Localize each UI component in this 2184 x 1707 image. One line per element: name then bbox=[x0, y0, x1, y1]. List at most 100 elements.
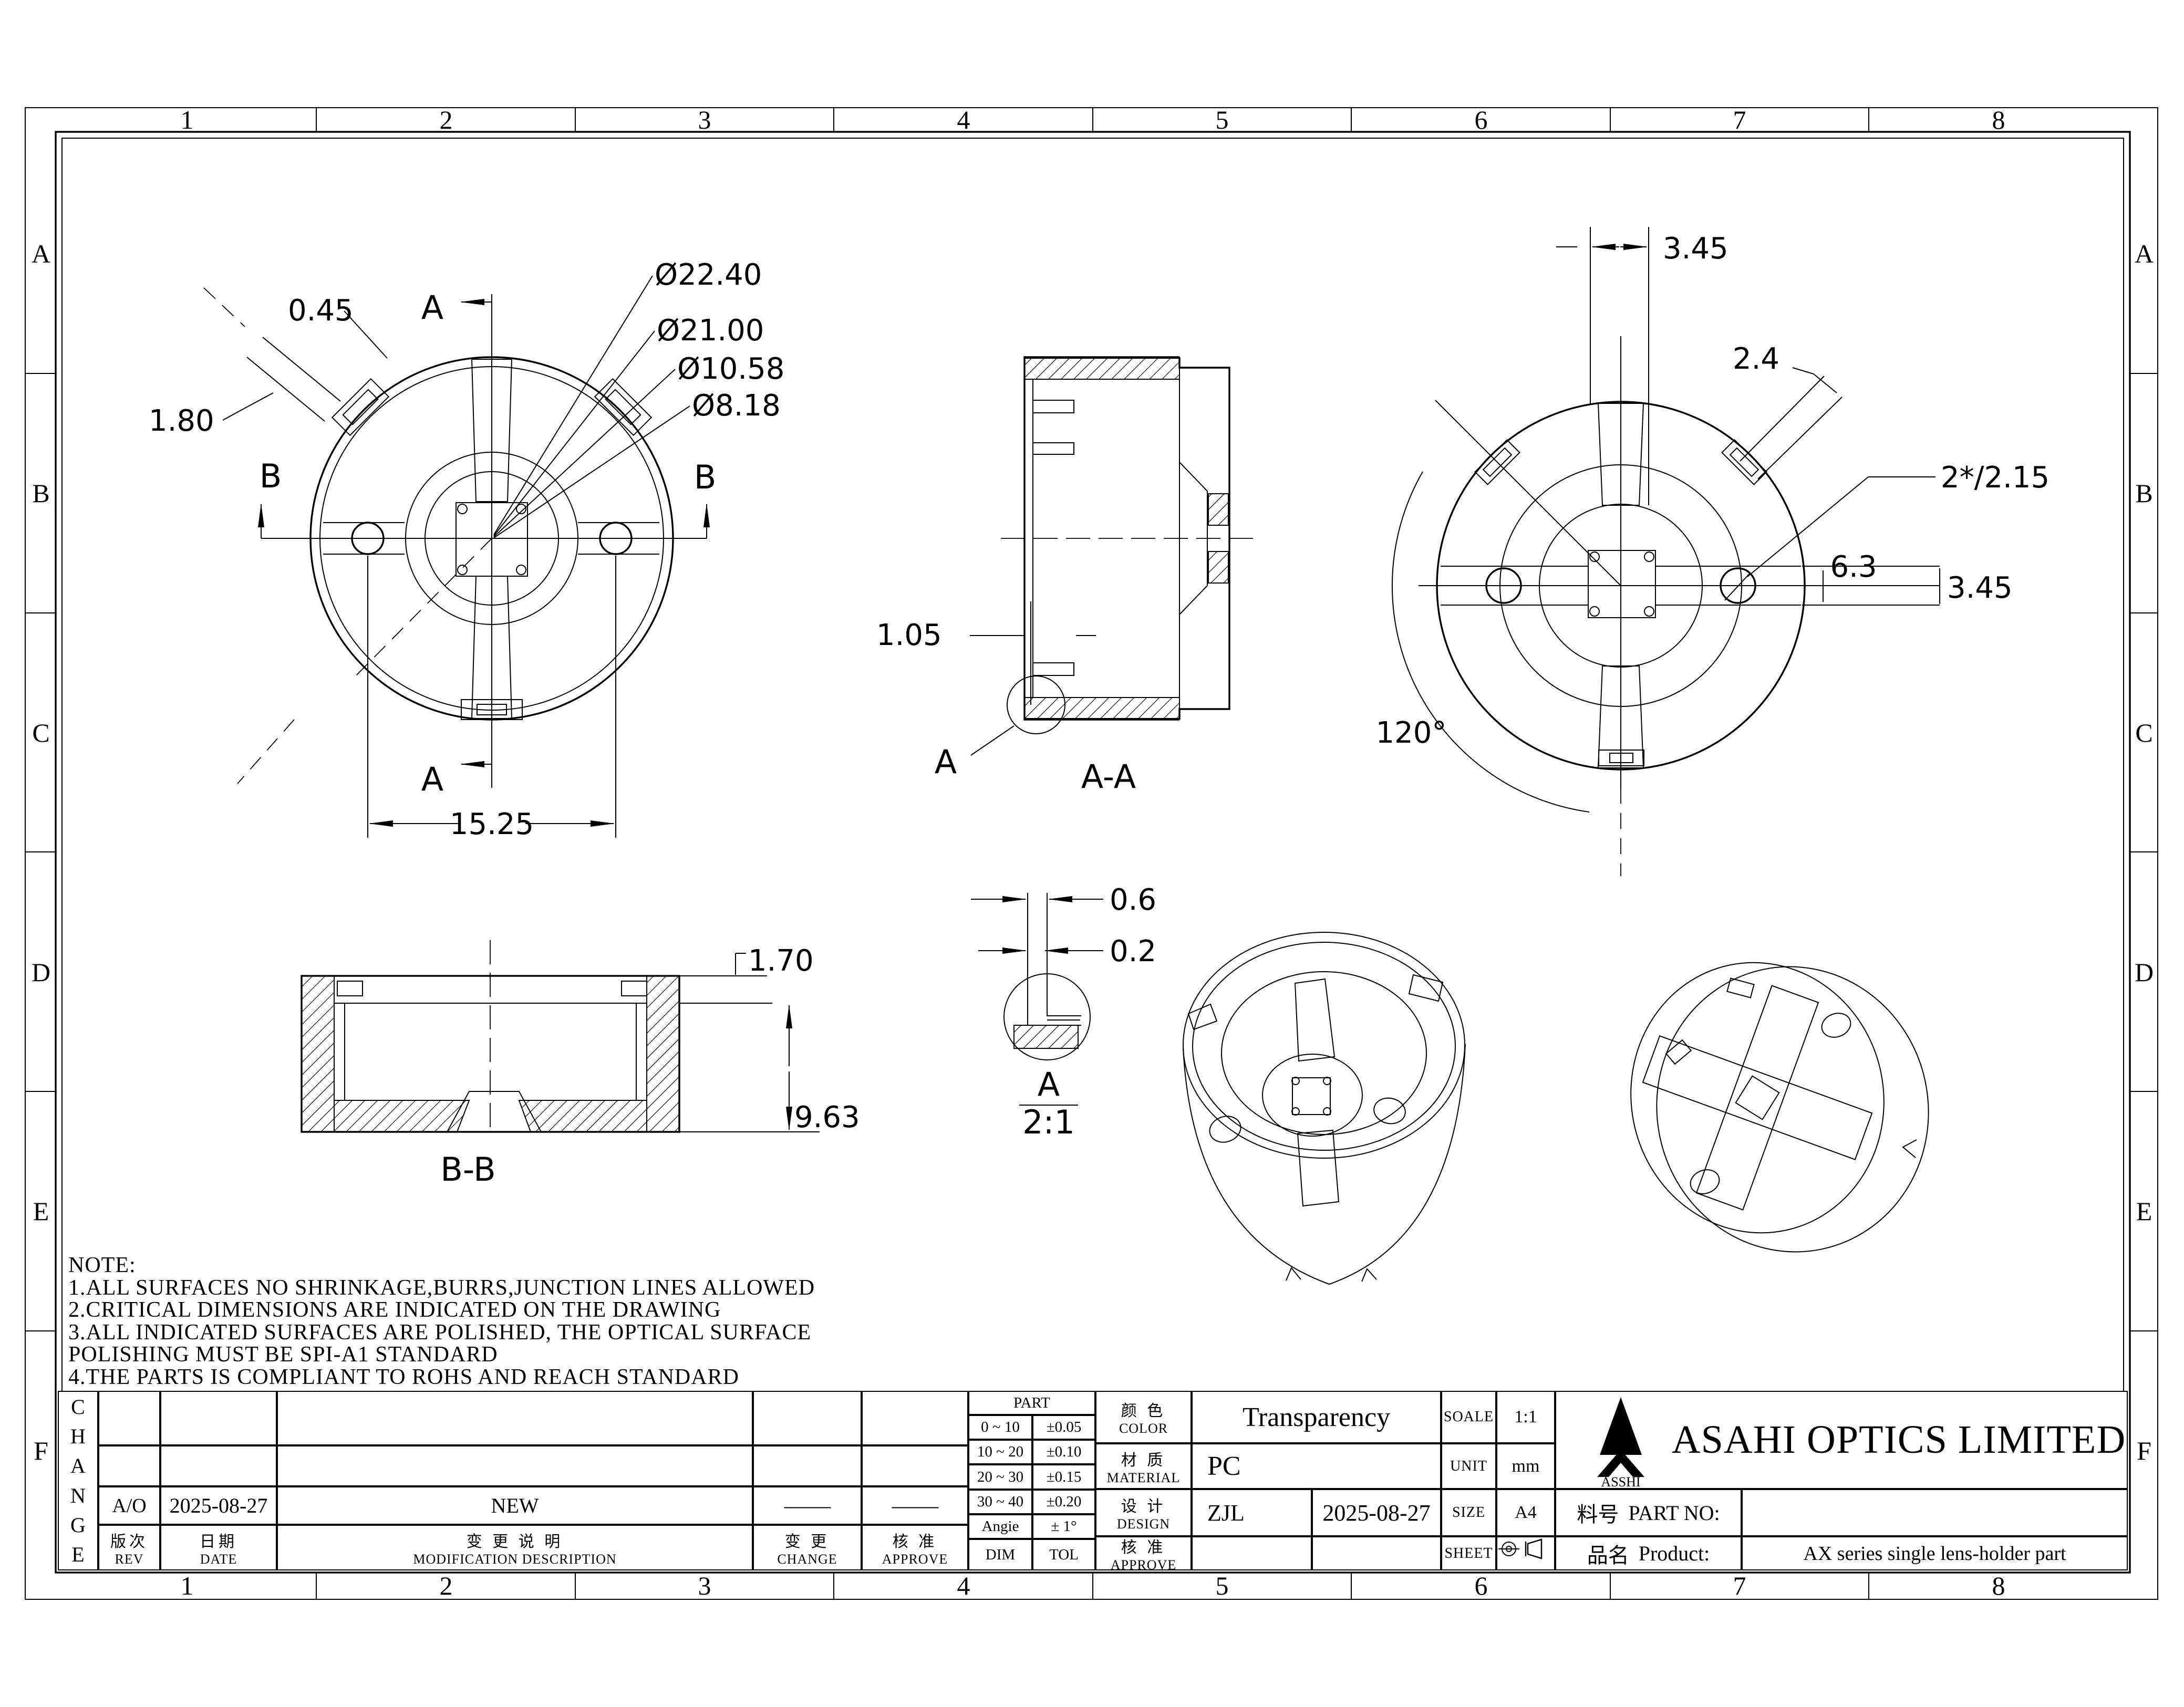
dash: — bbox=[784, 1494, 831, 1517]
design-en: DESIGN bbox=[1116, 1516, 1171, 1532]
note-title: NOTE: bbox=[68, 1253, 136, 1277]
tol-header: PART bbox=[968, 1391, 1095, 1415]
unit-label: UNIT bbox=[1441, 1443, 1496, 1489]
tol-angle-value: ± 1° bbox=[1032, 1514, 1095, 1539]
header-date-cn: 日期 bbox=[200, 1533, 237, 1550]
col-label: 2 bbox=[440, 1571, 453, 1600]
material-en: MATERIAL bbox=[1106, 1470, 1181, 1485]
tol-range: 30 ~ 40 bbox=[968, 1490, 1032, 1514]
header-date: 日期 DATE bbox=[160, 1525, 277, 1570]
approve-en: APPROVE bbox=[1110, 1557, 1177, 1573]
color-label: 颜 色 COLOR bbox=[1095, 1391, 1192, 1443]
detail-a-view: 0.6 0.2 A 2:1 bbox=[971, 883, 1156, 1141]
note-line: 1.ALL SURFACES NO SHRINKAGE,BURRS,JUNCTI… bbox=[68, 1275, 815, 1300]
header-rev-cn: 版次 bbox=[110, 1533, 148, 1550]
change-letter: H bbox=[70, 1424, 86, 1448]
header-desc: 变 更 说 明 MODIFICATION DESCRIPTION bbox=[277, 1525, 753, 1570]
scale-value: 1:1 bbox=[1496, 1391, 1555, 1443]
row-label: E bbox=[2136, 1196, 2152, 1226]
tol-tol-label: TOL bbox=[1032, 1539, 1095, 1570]
change-letter: E bbox=[71, 1543, 85, 1567]
rev-change: — bbox=[753, 1486, 862, 1525]
approve-empty-cell bbox=[862, 1445, 968, 1486]
color-en: COLOR bbox=[1119, 1421, 1168, 1436]
detail-scale: 2:1 bbox=[1022, 1103, 1075, 1141]
rev-empty-cell bbox=[98, 1445, 160, 1486]
rev-approve: — bbox=[862, 1486, 968, 1525]
col-label: 3 bbox=[698, 1571, 711, 1600]
company-logo-icon: ASSHI bbox=[1597, 1397, 1644, 1487]
dim-dia3: Ø10.58 bbox=[677, 352, 784, 386]
dim-tab: 1.80 bbox=[149, 404, 214, 438]
dash: — bbox=[892, 1494, 938, 1517]
dim-gap2: 0.2 bbox=[1110, 934, 1156, 969]
section-marker-b: B bbox=[694, 458, 717, 496]
section-caption: A-A bbox=[1081, 757, 1136, 796]
dim-holes: 2*/2.15 bbox=[1941, 461, 2050, 495]
section-caption: B-B bbox=[440, 1150, 495, 1189]
partno-label: 料号 PART NO: bbox=[1555, 1489, 1742, 1536]
back-view: 3.45 2.4 2*/2.15 6.3 3.45 120° bbox=[1376, 227, 2050, 876]
col-label: 8 bbox=[1992, 105, 2005, 134]
unit-value: mm bbox=[1496, 1443, 1555, 1489]
change-letter: A bbox=[70, 1454, 86, 1478]
color-cn: 颜 色 bbox=[1121, 1402, 1166, 1420]
material-value: PC bbox=[1192, 1443, 1441, 1489]
header-desc-en: MODIFICATION DESCRIPTION bbox=[413, 1551, 617, 1567]
row-label: A bbox=[32, 239, 50, 268]
note-line: 2.CRITICAL DIMENSIONS ARE INDICATED ON T… bbox=[68, 1298, 721, 1322]
detail-marker: A bbox=[935, 743, 957, 781]
col-label: 7 bbox=[1733, 105, 1746, 134]
col-label: 3 bbox=[698, 105, 711, 134]
partno-en: PART NO: bbox=[1628, 1501, 1720, 1525]
row-label: E bbox=[33, 1196, 49, 1226]
scale-label: SOALE bbox=[1441, 1391, 1496, 1443]
company-name: ASAHI OPTICS LIMITED bbox=[1671, 1418, 2126, 1462]
desc-empty-cell bbox=[277, 1391, 753, 1445]
tol-value: ±0.10 bbox=[1032, 1440, 1095, 1464]
col-label: 2 bbox=[440, 105, 453, 134]
design-cn: 设 计 bbox=[1121, 1498, 1166, 1515]
row-label: B bbox=[32, 478, 49, 508]
dim-gap1: 0.6 bbox=[1110, 883, 1156, 917]
approve-empty-cell bbox=[862, 1391, 968, 1445]
change-empty-cell bbox=[753, 1445, 862, 1486]
sheet-value bbox=[1496, 1536, 1555, 1570]
change-letter: G bbox=[70, 1513, 86, 1537]
rev-empty-cell bbox=[98, 1391, 160, 1445]
sheet-label: SHEET bbox=[1441, 1536, 1496, 1570]
header-approve-cn: 核 准 bbox=[892, 1533, 938, 1550]
col-label: 7 bbox=[1733, 1571, 1746, 1600]
change-empty-cell bbox=[753, 1391, 862, 1445]
rev-date: 2025-08-27 bbox=[160, 1486, 277, 1525]
tol-range: 20 ~ 30 bbox=[968, 1464, 1032, 1490]
dim-angle: 120° bbox=[1376, 716, 1447, 750]
col-label: 4 bbox=[957, 105, 970, 134]
date-empty-cell bbox=[160, 1391, 277, 1445]
change-letter: C bbox=[71, 1394, 85, 1419]
col-label: 5 bbox=[1216, 105, 1229, 134]
header-approve-en: APPROVE bbox=[882, 1551, 948, 1567]
product-cn: 品名 bbox=[1587, 1543, 1629, 1567]
approve-name bbox=[1192, 1536, 1312, 1570]
col-label: 4 bbox=[957, 1571, 970, 1600]
date-empty-cell bbox=[160, 1445, 277, 1486]
iso-view-bottom bbox=[1630, 962, 1929, 1253]
notes-block: NOTE: 1.ALL SURFACES NO SHRINKAGE,BURRS,… bbox=[68, 1253, 815, 1388]
design-date: 2025-08-27 bbox=[1312, 1489, 1441, 1536]
design-name: ZJL bbox=[1192, 1489, 1312, 1536]
row-label: F bbox=[2137, 1436, 2151, 1465]
logo-text: ASSHI bbox=[1601, 1474, 1640, 1487]
dim-height: 9.63 bbox=[794, 1100, 860, 1134]
header-date-en: DATE bbox=[200, 1551, 237, 1567]
dim-wall: 1.05 bbox=[876, 618, 942, 652]
tol-dim-label: DIM bbox=[968, 1539, 1032, 1570]
partno-value bbox=[1742, 1489, 2128, 1536]
dim-slot: 2.4 bbox=[1733, 342, 1779, 376]
detail-caption: A bbox=[1038, 1065, 1060, 1104]
header-rev: 版次 REV bbox=[98, 1525, 160, 1570]
iso-view-top bbox=[1183, 932, 1466, 1285]
rev-desc: NEW bbox=[277, 1486, 753, 1525]
